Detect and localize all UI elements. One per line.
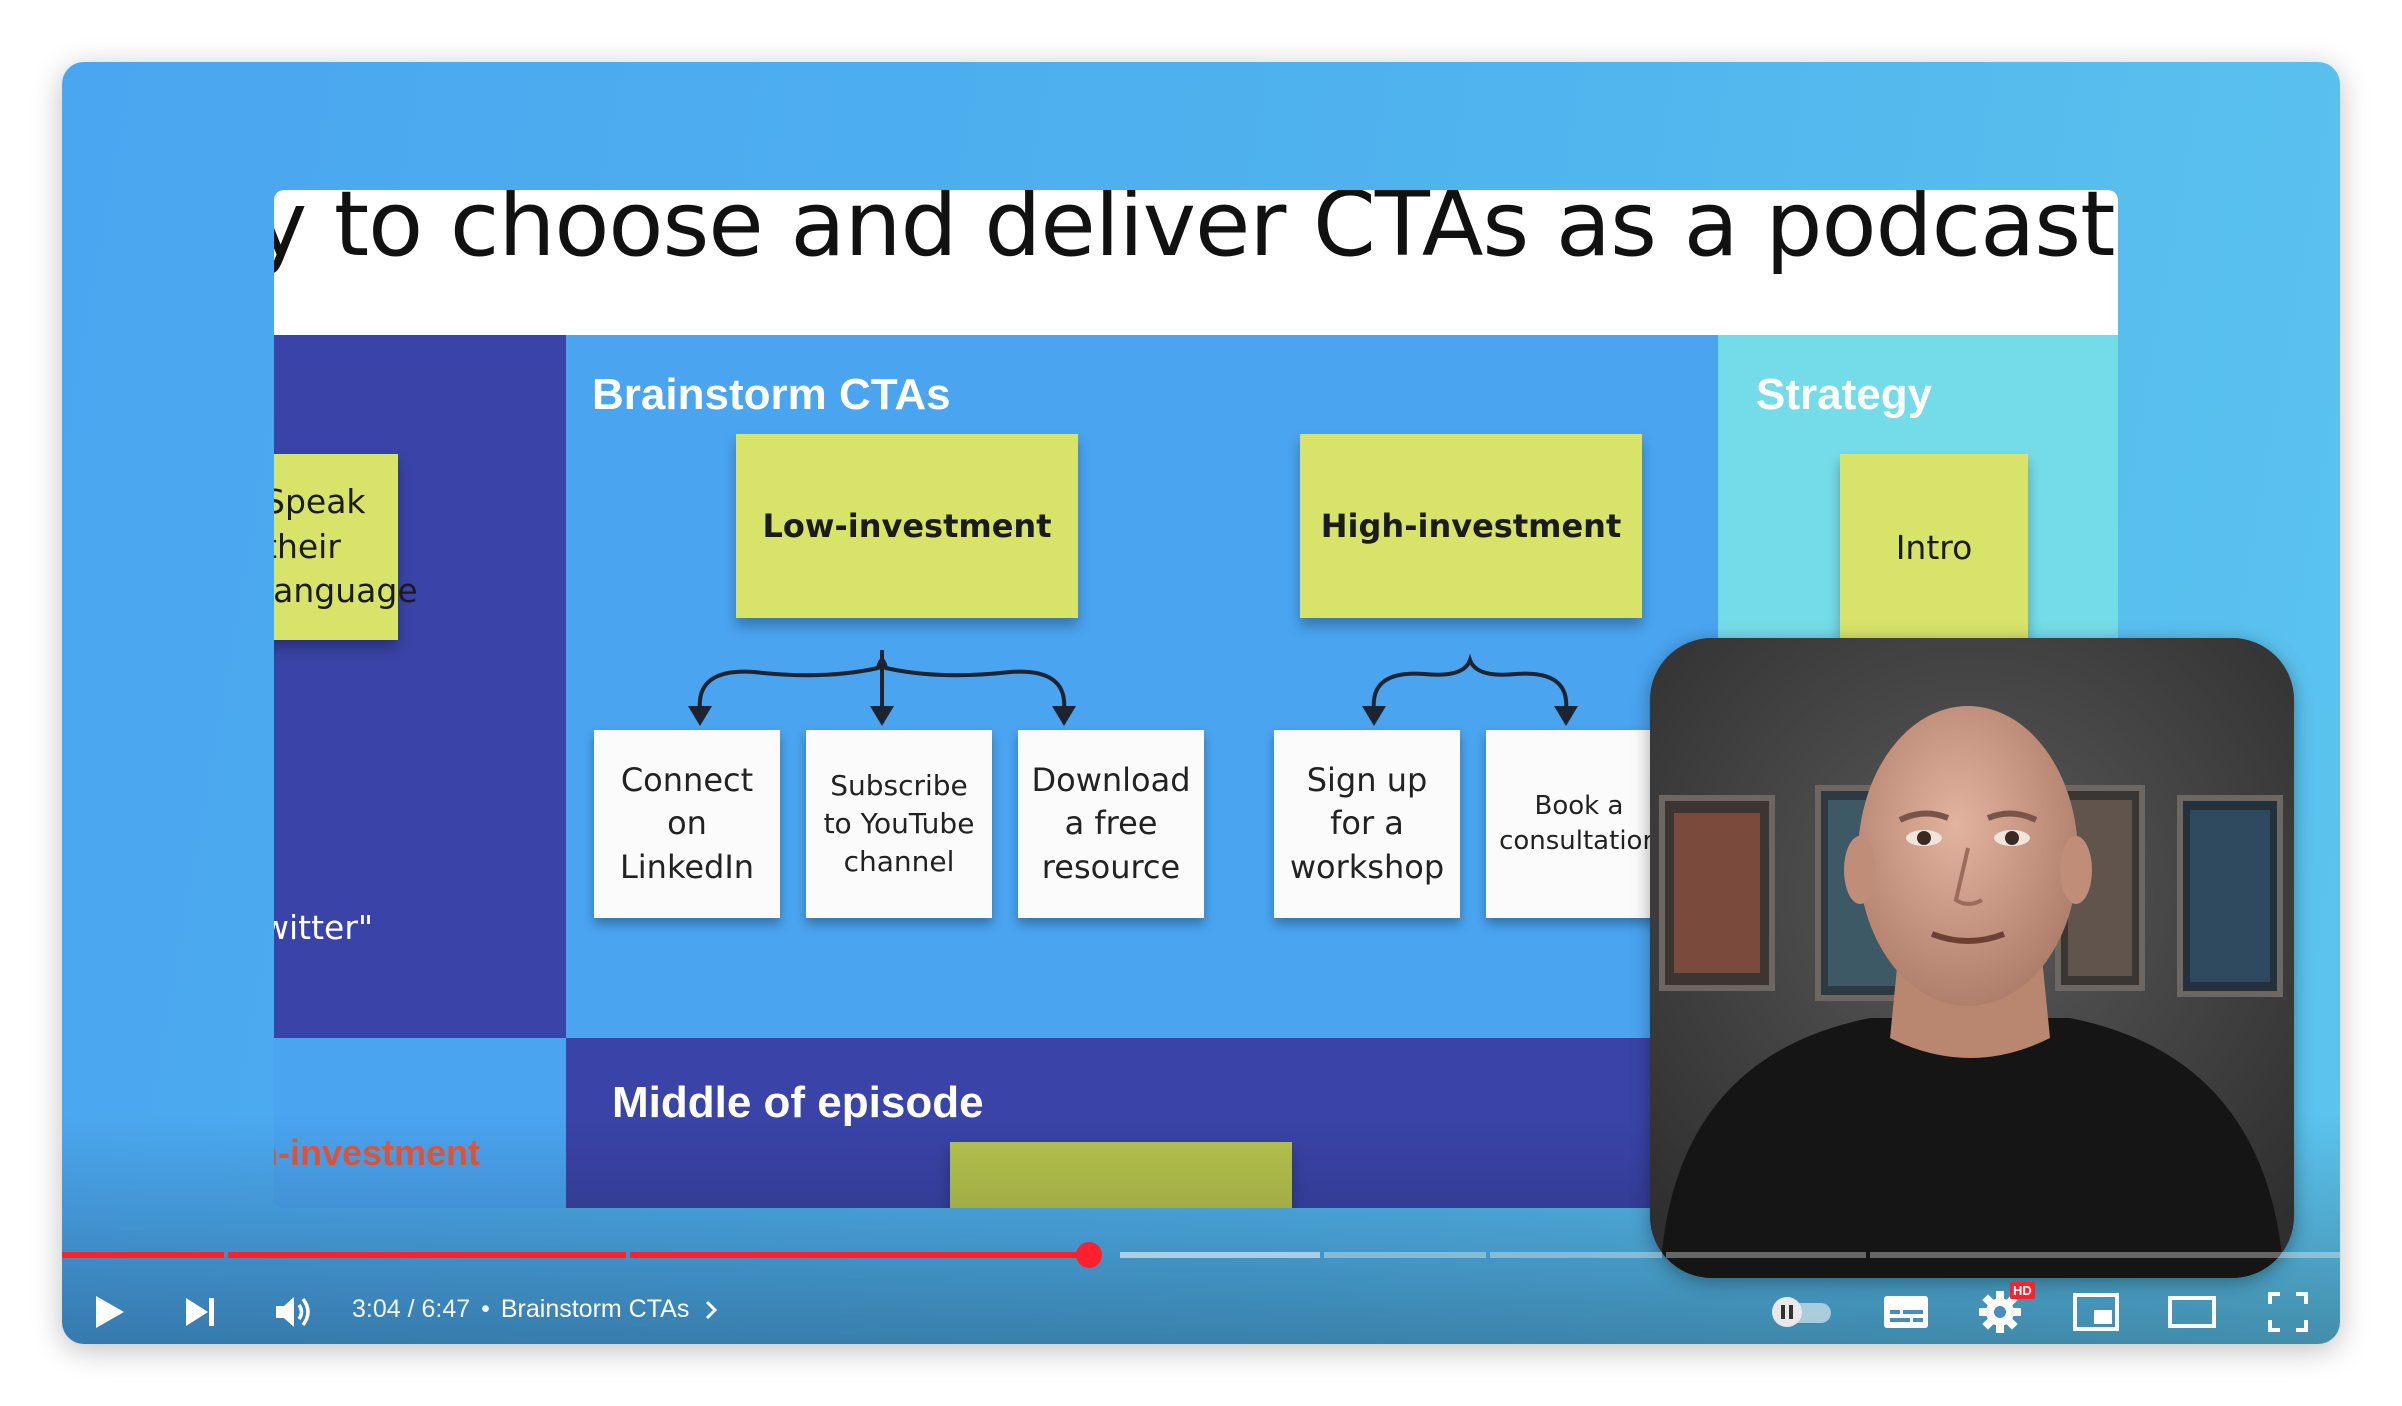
subtitles-icon bbox=[1884, 1296, 1928, 1328]
autoplay-toggle-icon bbox=[1772, 1297, 1831, 1327]
brainstorm-heading: Brainstorm CTAs bbox=[592, 370, 951, 419]
miniplayer-icon bbox=[2073, 1293, 2119, 1331]
play-icon bbox=[96, 1296, 124, 1328]
cta-card-consultation: Book a consultation bbox=[1486, 730, 1672, 918]
fullscreen-icon bbox=[2268, 1292, 2308, 1332]
high-investment-note: High-investment bbox=[1300, 434, 1642, 618]
gear-icon bbox=[1979, 1291, 2021, 1333]
volume-icon bbox=[276, 1297, 310, 1327]
strategy-intro-note: Intro bbox=[1840, 454, 2028, 640]
play-button[interactable] bbox=[76, 1280, 140, 1344]
progress-played-chapter-3 bbox=[630, 1252, 1086, 1258]
cta-card-connect-linkedin-text: Connect on LinkedIn bbox=[619, 761, 755, 886]
subtitles-button[interactable] bbox=[1874, 1280, 1938, 1344]
current-time: 3:04 bbox=[352, 1294, 401, 1323]
low-investment-label: Low-investment bbox=[762, 507, 1052, 545]
slide-title-band: y to choose and deliver CTAs as a podcas… bbox=[274, 190, 2118, 335]
high-investment-brace-arrows bbox=[1362, 653, 1578, 726]
player-controls: 3:04 / 6:47 • Brainstorm CTAs bbox=[62, 1280, 2340, 1344]
cta-card-download-resource-text: Download a free resource bbox=[1031, 761, 1191, 886]
cta-card-subscribe-youtube-text: Subscribe to YouTube channel bbox=[823, 769, 975, 878]
sticky-note-language-text: Speak their language bbox=[274, 482, 418, 611]
low-investment-brace-arrows bbox=[688, 650, 1076, 726]
cta-card-consultation-text: Book a consultation bbox=[1499, 790, 1659, 856]
middle-of-episode-heading: Middle of episode bbox=[612, 1078, 984, 1127]
autoplay-toggle[interactable] bbox=[1762, 1280, 1842, 1344]
high-investment-label: High-investment bbox=[1320, 507, 1622, 545]
left-partial-text: witter" bbox=[274, 908, 374, 947]
progress-chapter-4 bbox=[1120, 1252, 1320, 1258]
strategy-heading: Strategy bbox=[1756, 370, 1933, 419]
theater-mode-button[interactable] bbox=[2160, 1280, 2224, 1344]
settings-button[interactable]: HD bbox=[1968, 1280, 2035, 1344]
presenter-image bbox=[1650, 638, 2294, 1278]
fullscreen-button[interactable] bbox=[2256, 1280, 2320, 1344]
chapter-bullet: • bbox=[481, 1294, 490, 1323]
low-investment-note: Low-investment bbox=[736, 434, 1078, 618]
progress-chapter-8 bbox=[1870, 1252, 2340, 1258]
progress-played-chapter-2 bbox=[228, 1252, 626, 1258]
cta-card-subscribe-youtube: Subscribe to YouTube channel bbox=[806, 730, 992, 918]
progress-chapter-6 bbox=[1490, 1252, 1662, 1258]
presenter-webcam bbox=[1650, 638, 2294, 1278]
progress-chapter-7 bbox=[1666, 1252, 1866, 1258]
chapter-title: Brainstorm CTAs bbox=[500, 1295, 690, 1324]
hd-badge: HD bbox=[2010, 1282, 2035, 1299]
cta-card-workshop: Sign up for a workshop bbox=[1274, 730, 1460, 918]
video-player[interactable]: y to choose and deliver CTAs as a podcas… bbox=[62, 62, 2340, 1344]
next-icon bbox=[186, 1298, 214, 1326]
cta-card-workshop-text: Sign up for a workshop bbox=[1289, 761, 1445, 886]
sticky-note-language: Speak their language bbox=[274, 454, 418, 640]
slide-left-column bbox=[274, 335, 566, 1038]
next-button[interactable] bbox=[168, 1280, 232, 1344]
time-separator: / bbox=[407, 1294, 415, 1323]
progress-chapter-5 bbox=[1324, 1252, 1486, 1258]
slide-title: y to choose and deliver CTAs as a podcas… bbox=[274, 190, 2118, 277]
slide-left-bottom-cell bbox=[274, 1038, 566, 1208]
strategy-intro-text: Intro bbox=[1895, 527, 1973, 567]
chevron-right-icon bbox=[706, 1300, 718, 1319]
time-display: 3:04 / 6:47 • Brainstorm CTAs bbox=[352, 1294, 720, 1324]
duration: 6:47 bbox=[421, 1294, 471, 1323]
cta-card-download-resource: Download a free resource bbox=[1018, 730, 1204, 918]
theater-mode-icon bbox=[2168, 1296, 2216, 1328]
progress-scrubber[interactable] bbox=[1076, 1242, 1102, 1268]
progress-played-chapter-1 bbox=[62, 1252, 224, 1258]
progress-bar[interactable] bbox=[62, 1252, 2340, 1258]
cta-card-connect-linkedin: Connect on LinkedIn bbox=[594, 730, 780, 918]
left-bottom-partial-text: n-investment bbox=[274, 1132, 480, 1174]
chapter-title-button[interactable]: Brainstorm CTAs bbox=[500, 1294, 720, 1324]
middle-sticky-note bbox=[950, 1142, 1292, 1208]
volume-button[interactable] bbox=[262, 1280, 326, 1344]
miniplayer-button[interactable] bbox=[2064, 1280, 2128, 1344]
